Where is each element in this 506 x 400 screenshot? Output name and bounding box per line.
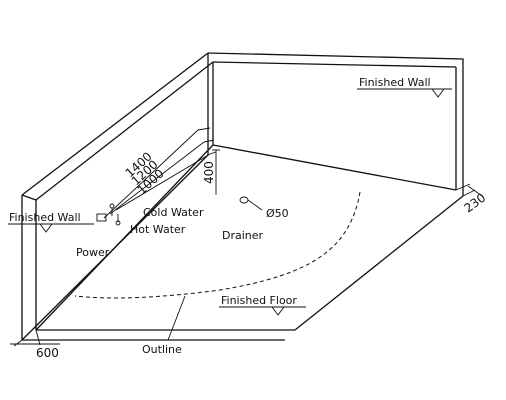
drainer-label: Drainer (222, 229, 264, 242)
back-wall (207, 52, 464, 196)
finished-wall-right-label: Finished Wall (359, 76, 431, 89)
floor-edges (21, 144, 464, 341)
cold-water-label: Cold Water (143, 206, 204, 219)
left-wall (21, 52, 214, 340)
dim-600: 600 (36, 346, 59, 360)
finished-wall-right-marker-icon (357, 88, 452, 98)
finished-floor-marker-icon (219, 306, 306, 316)
drain-diameter-label: Ø50 (266, 207, 289, 220)
cold-water-valve-icon (109, 203, 115, 216)
hot-water-valve-icon (115, 214, 121, 226)
dim-400-line (212, 149, 220, 195)
dim-230-line (455, 183, 483, 197)
power-outlet-icon (96, 213, 107, 222)
dim-400: 400 (202, 161, 216, 184)
hot-water-label: Hot Water (130, 223, 186, 236)
drain-icon (239, 196, 263, 211)
power-label: Power (76, 246, 110, 259)
outline-leader (167, 295, 186, 341)
outline-label: Outline (142, 343, 182, 356)
finished-wall-left-marker-icon (8, 223, 94, 233)
finished-floor-label: Finished Floor (221, 294, 297, 307)
outline-dashed-curve (74, 191, 361, 299)
dim-600-line (10, 329, 60, 347)
height-dimension-lines (103, 127, 217, 219)
finished-wall-left-label: Finished Wall (9, 211, 81, 224)
